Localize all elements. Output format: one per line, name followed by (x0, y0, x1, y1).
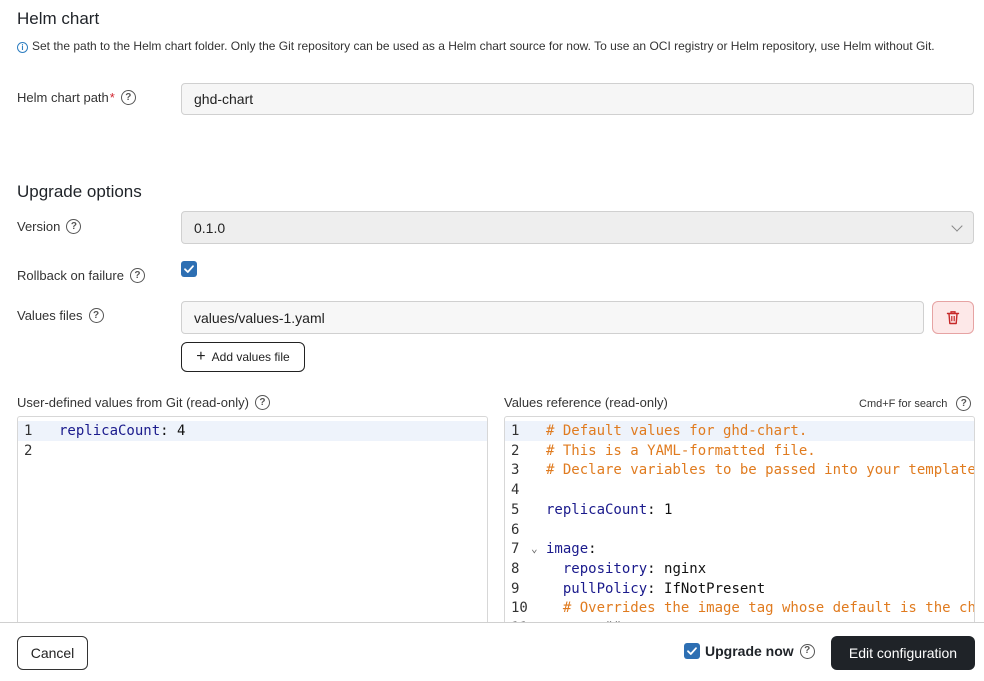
values-files-label: Values files ? (17, 308, 104, 323)
code-line: 3 # Declare variables to be passed into y… (505, 460, 974, 480)
upgrade-now-checkbox[interactable] (684, 643, 700, 659)
line-number: 4 (511, 482, 520, 499)
check-icon (184, 265, 194, 273)
code-text: replicaCount: 4 (59, 423, 186, 439)
help-icon[interactable]: ? (129, 268, 145, 283)
helm-chart-path-label-text: Helm chart path (17, 90, 109, 105)
helm-chart-info: i Set the path to the Helm chart folder. … (17, 38, 977, 54)
code-line: 8 repository: nginx (505, 559, 974, 579)
values-reference-editor[interactable]: 1 # Default values for ghd-chart. 2 # This … (504, 416, 975, 636)
version-label-text: Version (17, 219, 61, 234)
line-number: 2 (511, 442, 520, 459)
values-reference-label: Values reference (read-only) (504, 395, 668, 410)
upgrade-now-label: Upgrade now ? (705, 643, 815, 659)
code-text: image: (546, 541, 597, 558)
line-number: 1 (24, 423, 33, 439)
fold-chevron-icon[interactable]: ⌄ (531, 542, 538, 556)
line-number: 2 (24, 442, 33, 459)
version-select[interactable]: 0.1.0 (181, 211, 974, 244)
rollback-label: Rollback on failure ? (17, 268, 145, 283)
values-files-label-text: Values files (17, 308, 83, 323)
line-number: 9 (511, 580, 520, 597)
line-number: 8 (511, 560, 520, 577)
check-icon (687, 647, 697, 655)
edit-configuration-button[interactable]: Edit configuration (831, 636, 975, 670)
add-values-file-button[interactable]: + Add values file (181, 342, 305, 372)
code-line: 2 (18, 441, 487, 461)
helm-chart-path-value: ghd-chart (194, 91, 254, 107)
cancel-button[interactable]: Cancel (17, 636, 88, 670)
code-text: # Overrides the image tag whose default … (562, 600, 975, 617)
user-values-editor[interactable]: 1 replicaCount: 4 2 (17, 416, 488, 636)
code-line: 5 replicaCount: 1 (505, 500, 974, 520)
code-text: repository: nginx (562, 560, 707, 577)
trash-icon (946, 311, 960, 325)
helm-chart-info-text: Set the path to the Helm chart folder. O… (32, 39, 935, 53)
required-marker: * (109, 90, 115, 105)
helm-chart-title: Helm chart (17, 9, 100, 28)
code-text: # Default values for ghd-chart. (546, 423, 808, 439)
line-number: 1 (511, 423, 520, 439)
edit-configuration-label: Edit configuration (848, 645, 958, 661)
code-line: 1 # Default values for ghd-chart. (505, 421, 974, 441)
code-text: # Declare variables to be passed into yo… (546, 462, 975, 479)
footer-bar: Cancel Upgrade now ? Edit configuration (0, 622, 984, 681)
info-icon: i (17, 42, 28, 53)
code-text: replicaCount: 1 (546, 501, 673, 518)
code-text: pullPolicy: IfNotPresent (562, 580, 766, 597)
chevron-down-icon (951, 219, 963, 232)
code-line: 6 (505, 520, 974, 540)
help-icon[interactable]: ? (254, 395, 270, 410)
helm-chart-path-label: Helm chart path* ? (17, 90, 136, 105)
upgrade-now-label-text: Upgrade now (705, 643, 794, 659)
user-values-label: User-defined values from Git (read-only)… (17, 395, 270, 410)
code-line: 10 # Overrides the image tag whose defau… (505, 598, 974, 618)
values-reference-label-text: Values reference (read-only) (504, 395, 668, 410)
values-file-value: values/values-1.yaml (194, 309, 325, 326)
help-icon[interactable]: ? (66, 219, 82, 234)
line-number: 3 (511, 462, 520, 479)
help-icon[interactable]: ? (88, 308, 104, 323)
version-value: 0.1.0 (194, 219, 226, 236)
rollback-checkbox[interactable] (181, 261, 197, 277)
code-text: # This is a YAML-formatted file. (546, 442, 816, 459)
line-number: 10 (511, 600, 528, 617)
upgrade-options-title: Upgrade options (17, 182, 142, 201)
line-number: 6 (511, 521, 520, 538)
code-line: 4 (505, 480, 974, 500)
help-icon[interactable]: ? (956, 396, 972, 411)
helm-chart-path-input[interactable]: ghd-chart (181, 83, 974, 115)
add-values-file-label: Add values file (211, 350, 290, 364)
code-line: 1 replicaCount: 4 (18, 421, 487, 441)
user-values-label-text: User-defined values from Git (read-only) (17, 395, 249, 410)
search-hint: Cmd+F for search ? (859, 396, 972, 411)
search-hint-text: Cmd+F for search (859, 397, 948, 410)
values-file-input[interactable]: values/values-1.yaml (181, 301, 924, 334)
help-icon[interactable]: ? (799, 643, 815, 659)
remove-values-file-button[interactable] (932, 301, 974, 334)
rollback-label-text: Rollback on failure (17, 268, 124, 283)
line-number: 5 (511, 501, 520, 518)
version-label: Version ? (17, 219, 82, 234)
line-number: 7 (511, 541, 520, 558)
code-line: 7 ⌄ image: (505, 539, 974, 559)
code-line: 2 # This is a YAML-formatted file. (505, 441, 974, 461)
help-icon[interactable]: ? (120, 90, 136, 105)
plus-icon: + (196, 348, 206, 365)
code-line: 9 pullPolicy: IfNotPresent (505, 579, 974, 599)
cancel-label: Cancel (30, 645, 75, 661)
